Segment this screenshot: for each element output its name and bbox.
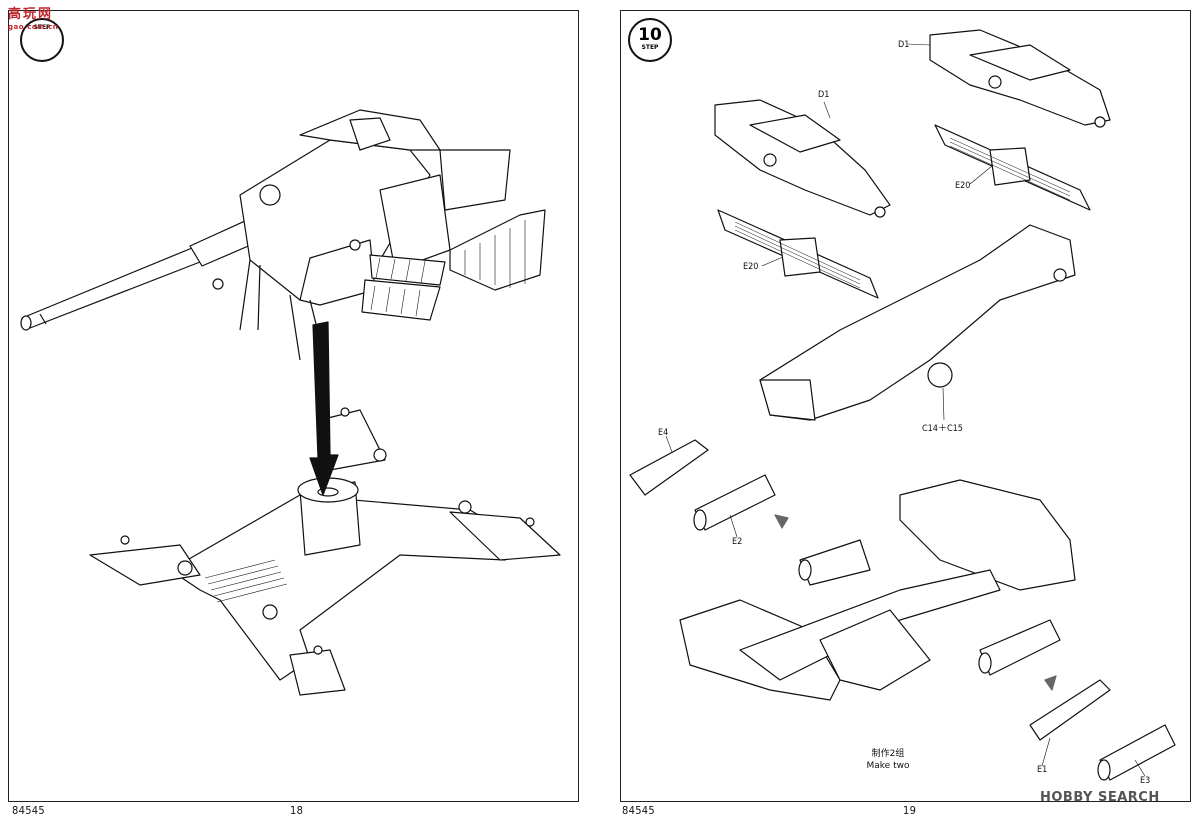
page-number-right: 19 — [903, 804, 917, 817]
part-e1 — [1029, 679, 1111, 741]
page-number-left: 18 — [290, 804, 304, 817]
step-badge-right: 10 STEP — [628, 18, 672, 62]
watermark-bottom-right: HOBBY SEARCH — [1040, 790, 1160, 805]
label-e3: E3 — [1140, 776, 1151, 786]
part-c14-c15-axle — [759, 224, 1076, 421]
watermark-hobby-search: HOBBY SEARCH — [1040, 790, 1160, 805]
label-e2: E2 — [732, 537, 743, 547]
label-c14-c15: C14＋C15 — [922, 424, 963, 434]
lower-suspension-assembly — [679, 479, 1076, 701]
part-e4 — [629, 439, 709, 496]
label-e20-upper: E20 — [955, 181, 971, 191]
leader-lines — [665, 43, 1146, 777]
suspension-assembly-illustration — [629, 29, 1176, 781]
watermark-top-left: 高玩网 gao.com.cn — [8, 8, 58, 34]
watermark-cn: 高玩网 — [8, 7, 54, 22]
step-badge-left: STEP — [20, 18, 64, 62]
assembly-note: 制作2组 Make two — [858, 748, 918, 772]
label-e4: E4 — [658, 428, 669, 438]
watermark-url: gao.com.cn — [8, 23, 59, 31]
cruciform-base — [89, 407, 561, 696]
step-number: 10 — [638, 25, 662, 45]
part-e20-upper — [934, 124, 1091, 211]
page-frame-right — [620, 10, 1191, 802]
gun-carriage — [212, 109, 511, 361]
page-frame-left — [8, 10, 579, 802]
catalog-number-left: 84545 — [12, 804, 45, 817]
label-e1: E1 — [1037, 765, 1048, 775]
part-e20-left — [717, 209, 879, 299]
label-d1-upper: D1 — [898, 40, 910, 50]
part-e2 — [693, 474, 776, 531]
label-d1-left: D1 — [818, 90, 830, 100]
assembly-arrow — [309, 321, 339, 496]
folding-platforms — [361, 209, 546, 321]
part-d1-left — [714, 99, 891, 218]
step-label: STEP — [641, 44, 659, 51]
instruction-page-left: STEP — [0, 0, 590, 818]
label-e20-left: E20 — [743, 262, 759, 272]
part-d1-upper — [929, 29, 1111, 128]
gun-assembly-illustration — [20, 109, 561, 696]
instruction-page-right: 10 STEP — [600, 0, 1200, 818]
step-label: STEP — [33, 24, 51, 31]
note-cn: 制作2组 — [871, 749, 905, 759]
note-en: Make two — [866, 761, 910, 771]
part-e3 — [1097, 724, 1176, 781]
catalog-number-right: 84545 — [622, 804, 655, 817]
direction-arrows — [774, 514, 1057, 691]
